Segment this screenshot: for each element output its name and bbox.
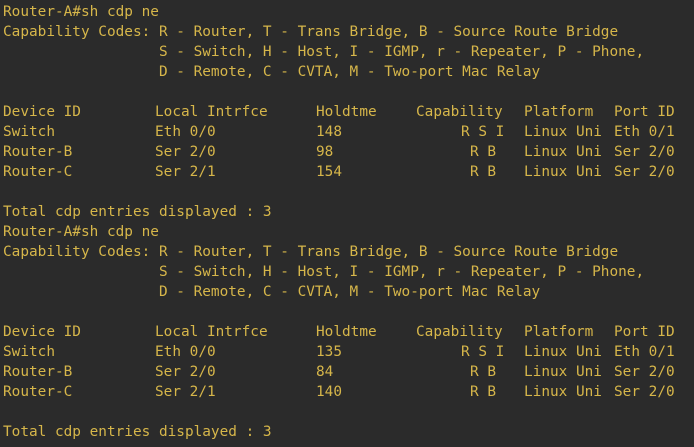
table-row: Router-B Ser 2/0 98 R B Linux Uni Ser 2/… <box>3 142 694 162</box>
cell-holdtme: 84 <box>316 364 334 380</box>
table-row: Switch Eth 0/0 148 R S I Linux Uni Eth 0… <box>3 122 694 142</box>
command-line: Router-A#sh cdp ne <box>3 4 159 20</box>
cell-platform: Linux Uni <box>524 344 602 360</box>
cell-local-intrfce: Eth 0/0 <box>155 344 216 360</box>
cell-port-id: Ser 2/0 <box>614 384 675 400</box>
capability-codes-line: D - Remote, C - CVTA, M - Two-port Mac R… <box>3 284 541 300</box>
table-header: Device ID Local Intrfce Holdtme Capabili… <box>3 102 694 122</box>
terminal-cursor <box>83 440 91 447</box>
cell-device-id: Switch <box>3 344 55 360</box>
table-row: Router-B Ser 2/0 84 R B Linux Uni Ser 2/… <box>3 362 694 382</box>
header-port-id: Port ID <box>614 324 675 340</box>
capability-codes-line: S - Switch, H - Host, I - IGMP, r - Repe… <box>3 264 645 280</box>
cell-local-intrfce: Ser 2/1 <box>155 384 216 400</box>
cell-port-id: Eth 0/1 <box>614 124 675 140</box>
header-holdtme: Holdtme <box>316 324 377 340</box>
table-row: Switch Eth 0/0 135 R S I Linux Uni Eth 0… <box>3 342 694 362</box>
cell-holdtme: 135 <box>316 344 342 360</box>
cell-capability: R B <box>470 364 496 380</box>
cell-platform: Linux Uni <box>524 384 602 400</box>
capability-codes-line: Capability Codes: R - Router, T - Trans … <box>3 244 619 260</box>
cell-capability: R B <box>470 144 496 160</box>
header-holdtme: Holdtme <box>316 104 377 120</box>
header-device-id: Device ID <box>3 324 81 340</box>
cell-local-intrfce: Ser 2/1 <box>155 164 216 180</box>
blank-line <box>3 402 694 422</box>
cell-device-id: Router-C <box>3 384 73 400</box>
cell-capability: R B <box>470 164 496 180</box>
capability-codes-line: S - Switch, H - Host, I - IGMP, r - Repe… <box>3 44 645 60</box>
cell-device-id: Router-B <box>3 144 73 160</box>
cell-capability: R B <box>470 384 496 400</box>
total-entries-line: Total cdp entries displayed : 3 <box>3 424 272 440</box>
cell-device-id: Router-B <box>3 364 73 380</box>
cell-local-intrfce: Eth 0/0 <box>155 124 216 140</box>
cell-holdtme: 154 <box>316 164 342 180</box>
table-row: Router-C Ser 2/1 140 R B Linux Uni Ser 2… <box>3 382 694 402</box>
header-capability: Capability <box>416 104 503 120</box>
cell-local-intrfce: Ser 2/0 <box>155 364 216 380</box>
cell-holdtme: 148 <box>316 124 342 140</box>
cell-port-id: Ser 2/0 <box>614 144 675 160</box>
table-header: Device ID Local Intrfce Holdtme Capabili… <box>3 322 694 342</box>
header-local-intrfce: Local Intrfce <box>155 324 268 340</box>
blank-line <box>3 302 694 322</box>
header-platform: Platform <box>524 324 594 340</box>
terminal-output[interactable]: Router-A#sh cdp ne Capability Codes: R -… <box>3 2 694 447</box>
header-platform: Platform <box>524 104 594 120</box>
cell-capability: R S I <box>461 344 505 360</box>
cell-port-id: Ser 2/0 <box>614 164 675 180</box>
command-line: Router-A#sh cdp ne <box>3 224 159 240</box>
cell-platform: Linux Uni <box>524 364 602 380</box>
cell-platform: Linux Uni <box>524 124 602 140</box>
header-port-id: Port ID <box>614 104 675 120</box>
cell-local-intrfce: Ser 2/0 <box>155 144 216 160</box>
cell-platform: Linux Uni <box>524 144 602 160</box>
cell-device-id: Router-C <box>3 164 73 180</box>
table-row: Router-C Ser 2/1 154 R B Linux Uni Ser 2… <box>3 162 694 182</box>
header-local-intrfce: Local Intrfce <box>155 104 268 120</box>
blank-line <box>3 182 694 202</box>
header-capability: Capability <box>416 324 503 340</box>
capability-codes-line: D - Remote, C - CVTA, M - Two-port Mac R… <box>3 64 541 80</box>
total-entries-line: Total cdp entries displayed : 3 <box>3 204 272 220</box>
cell-port-id: Ser 2/0 <box>614 364 675 380</box>
cell-capability: R S I <box>461 124 505 140</box>
header-device-id: Device ID <box>3 104 81 120</box>
cell-port-id: Eth 0/1 <box>614 344 675 360</box>
cell-platform: Linux Uni <box>524 164 602 180</box>
cell-holdtme: 98 <box>316 144 334 160</box>
cell-device-id: Switch <box>3 124 55 140</box>
blank-line <box>3 82 694 102</box>
capability-codes-line: Capability Codes: R - Router, T - Trans … <box>3 24 619 40</box>
cell-holdtme: 140 <box>316 384 342 400</box>
